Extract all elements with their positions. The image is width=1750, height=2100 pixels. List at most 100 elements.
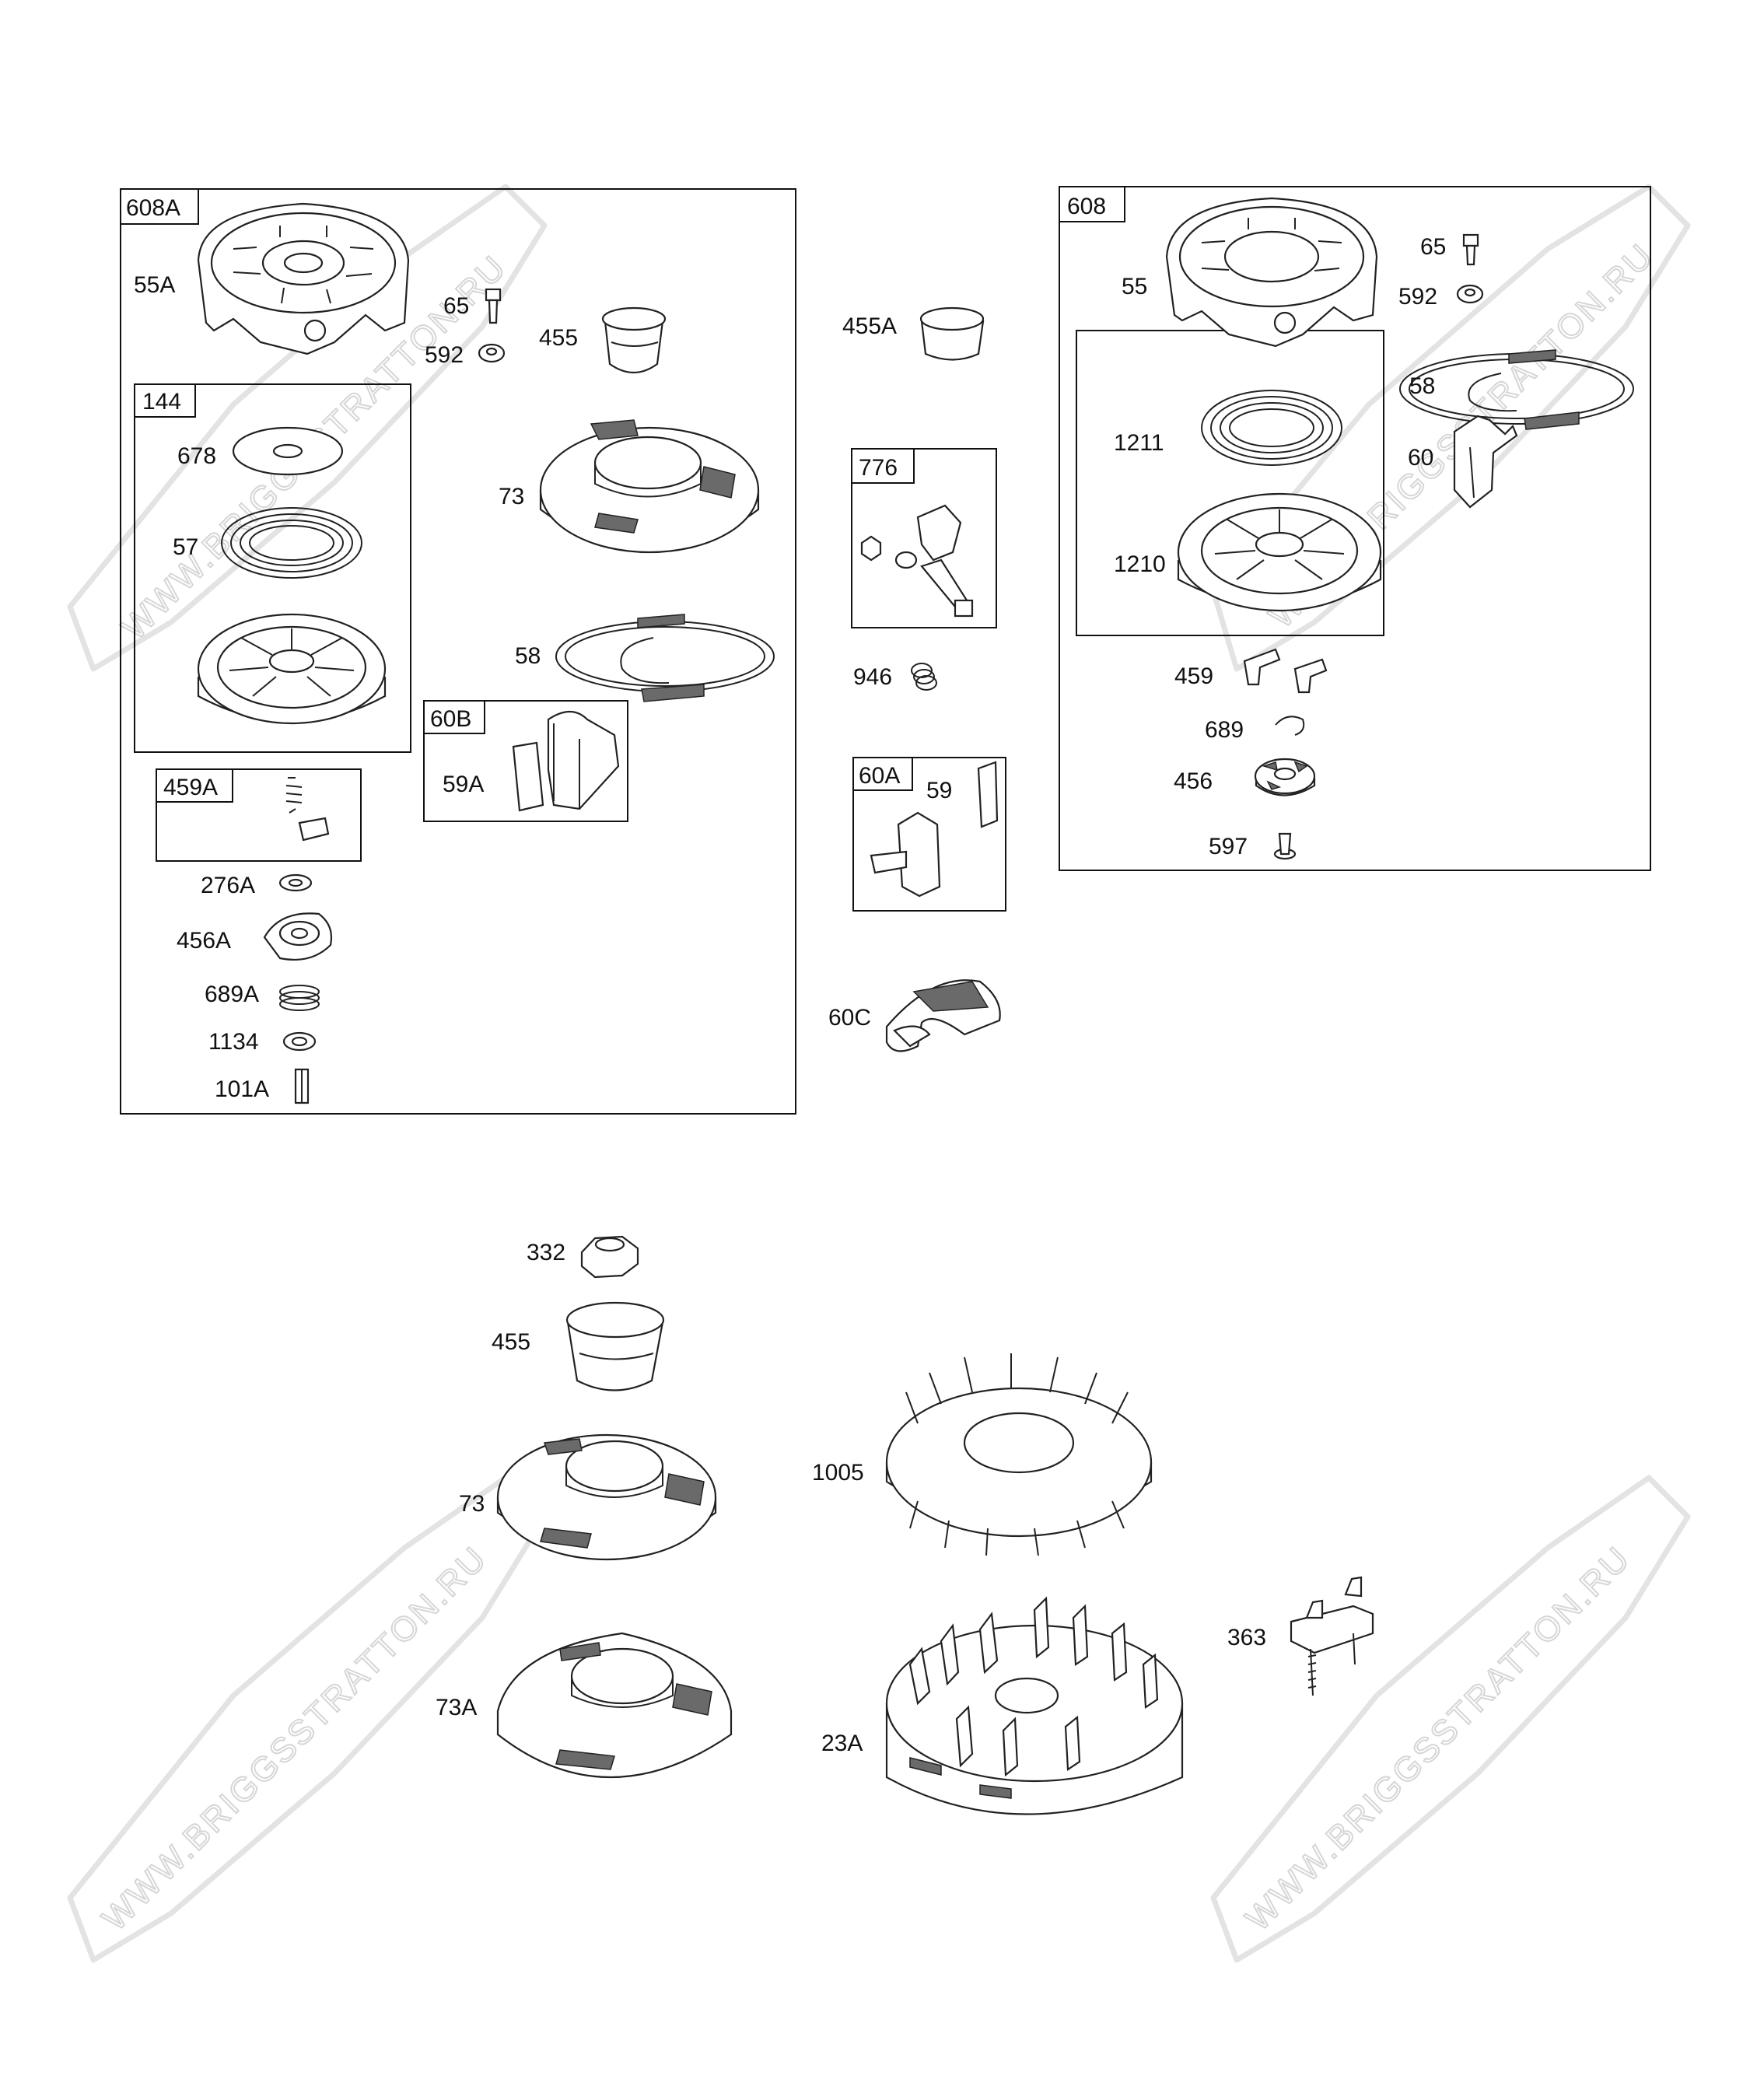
part-57-spring (221, 507, 362, 579)
group-60B-tag: 60B (430, 706, 471, 732)
label-55: 55 (1122, 274, 1147, 299)
label-276A: 276A (201, 873, 255, 898)
part-592-nut-b (1456, 284, 1484, 304)
label-73-b: 73 (459, 1491, 485, 1517)
part-65-screw-a (485, 288, 502, 324)
group-776-tag-box (851, 448, 915, 484)
part-58-rope-b (1399, 349, 1634, 430)
part-65-screw-b (1462, 233, 1479, 266)
label-678: 678 (177, 443, 216, 469)
label-58-a: 58 (515, 643, 541, 669)
part-276A-washer (278, 873, 313, 892)
part-1210-pulley (1177, 492, 1382, 612)
group-608A-box (120, 188, 796, 1115)
label-55A: 55A (134, 272, 175, 298)
label-101A: 101A (215, 1076, 269, 1102)
part-678-washer (232, 426, 344, 476)
part-455-cup-b (565, 1301, 665, 1391)
label-597: 597 (1209, 834, 1248, 859)
label-689A: 689A (205, 982, 259, 1007)
label-1134: 1134 (208, 1029, 259, 1055)
label-73-a: 73 (499, 484, 524, 509)
part-1211-spring (1201, 390, 1342, 466)
label-455A: 455A (842, 313, 897, 339)
group-459A-box (156, 768, 362, 862)
part-55-rewind-housing (1165, 197, 1378, 348)
label-456A: 456A (177, 928, 231, 954)
label-946: 946 (853, 664, 892, 690)
group-608-box (1059, 186, 1651, 871)
part-363-bracket (1290, 1576, 1374, 1696)
part-60-handle (1453, 415, 1518, 509)
part-58-rope-a (555, 614, 775, 702)
label-73A: 73A (436, 1695, 477, 1720)
group-60A-box (852, 757, 1006, 912)
part-946-spring (911, 663, 937, 691)
part-23A-flywheel (885, 1596, 1184, 1815)
part-332-nut (580, 1235, 639, 1279)
group-144-box (134, 383, 411, 753)
part-60C-handle (885, 979, 1001, 1052)
label-60: 60 (1408, 445, 1433, 471)
label-689: 689 (1205, 717, 1244, 743)
part-73-cover-a (539, 419, 760, 554)
label-455-b: 455 (492, 1329, 530, 1355)
group-144-tag: 144 (142, 389, 181, 415)
group-144-tag-box (134, 383, 196, 418)
label-455-a: 455 (539, 325, 578, 351)
part-689-clip (1275, 716, 1305, 736)
group-608-tag-box (1059, 186, 1125, 222)
label-58-b: 58 (1409, 373, 1435, 399)
group-60A-tag-box (852, 757, 913, 791)
part-101A-pin (294, 1068, 310, 1104)
group-776-tag: 776 (859, 455, 898, 481)
part-55A-rewind-housing (197, 202, 410, 355)
label-363: 363 (1227, 1625, 1266, 1650)
group-60B-box (423, 700, 628, 822)
label-59: 59 (926, 778, 952, 803)
label-592-a: 592 (425, 342, 464, 368)
label-65-a: 65 (443, 293, 469, 319)
label-1211: 1211 (1114, 430, 1164, 456)
part-455-cup-a (601, 306, 667, 373)
part-1005-fan (885, 1353, 1153, 1556)
group-459A-tag: 459A (163, 775, 218, 800)
label-60C: 60C (828, 1005, 871, 1031)
group-608-tag: 608 (1067, 194, 1106, 219)
part-459A-pawl-spring (285, 777, 330, 842)
group-60B-tag-box (423, 700, 485, 734)
label-59A: 59A (443, 772, 484, 797)
label-1005: 1005 (812, 1460, 864, 1486)
part-597-screw (1273, 832, 1297, 860)
group-608A-tag-box (120, 188, 199, 225)
part-456-retainer (1254, 758, 1316, 796)
part-59A-handle (512, 710, 620, 812)
part-60A-handle (870, 761, 999, 898)
part-pulley-144 (197, 613, 387, 725)
group-776-box (851, 448, 997, 628)
part-776-kit-parts (860, 504, 974, 618)
svg-text:WWW.BRIGGSSTRATTON.RU: WWW.BRIGGSSTRATTON.RU (1238, 1538, 1638, 1938)
part-689A-spring (279, 985, 320, 1011)
label-23A: 23A (821, 1731, 863, 1756)
part-73A-cover (496, 1632, 733, 1778)
label-459: 459 (1174, 663, 1213, 689)
label-57: 57 (173, 534, 198, 560)
label-65-b: 65 (1420, 234, 1446, 260)
label-332: 332 (527, 1240, 565, 1265)
group-459A-tag-box (156, 768, 233, 803)
svg-text:WWW.BRIGGSSTRATTON.RU: WWW.BRIGGSSTRATTON.RU (95, 1538, 495, 1938)
label-592-b: 592 (1398, 284, 1437, 310)
part-592-nut-a (478, 343, 506, 363)
group-60A-tag: 60A (859, 763, 900, 789)
group-608A-tag: 608A (126, 195, 180, 221)
part-456A-retainer (263, 912, 333, 961)
part-73-cover-b (496, 1433, 717, 1561)
label-1210: 1210 (1114, 551, 1166, 577)
part-1134-washer (282, 1031, 317, 1052)
watermark-bottom-right: WWW.BRIGGSSTRATTON.RU (1210, 1475, 1691, 1963)
part-459-pawls (1243, 648, 1328, 694)
label-456: 456 (1174, 768, 1213, 794)
part-455A-cup (919, 306, 985, 361)
